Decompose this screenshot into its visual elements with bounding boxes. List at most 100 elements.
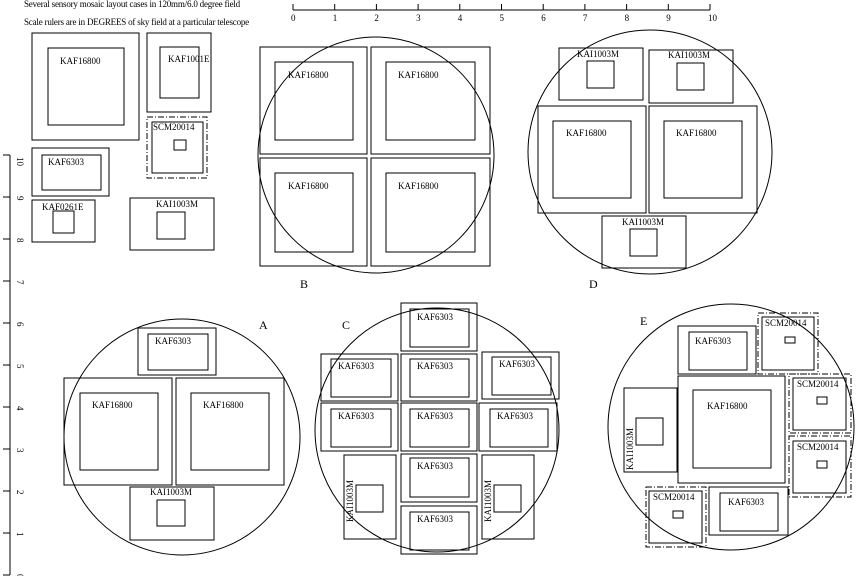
chip-package-outline (788, 373, 852, 434)
sensor-chip: KAF6303 (677, 325, 757, 375)
layout-group-e: EKAF6303SCM20014KAI1003MKAF16800SCM20014… (607, 303, 855, 551)
chip-active-area (79, 392, 159, 471)
chip-label: KAI1003M (668, 50, 710, 60)
chip-label: KAF1001E (168, 54, 210, 64)
chip-package-outline (31, 147, 110, 197)
chip-active-area (491, 356, 552, 396)
chip-active-area (792, 440, 847, 494)
chip-label: KAI1003M (625, 428, 635, 470)
chip-package-outline (648, 49, 734, 104)
chip-package-outline (400, 402, 478, 452)
chip-active-area (663, 120, 743, 199)
field-circle (257, 36, 495, 274)
chip-label: SCM20014 (797, 442, 839, 452)
chip-label: KAF16800 (203, 400, 244, 410)
chip-active-area (151, 121, 204, 174)
header-line-2: Scale rulers are in DEGREES of sky field… (24, 17, 249, 27)
chip-package-outline (146, 32, 212, 113)
chip-label: KAF6303 (338, 361, 375, 371)
chip-active-area (409, 408, 470, 448)
chip-label: KAF16800 (566, 128, 607, 138)
chip-package-outline (645, 486, 707, 548)
sensor-chip: KAI1003M (558, 47, 644, 101)
chip-active-area (47, 47, 125, 126)
sensor-chip: SCM20014 (645, 486, 707, 548)
chip-package-outline (129, 197, 215, 251)
chip-active-area (409, 308, 470, 348)
chip-active-area (409, 511, 470, 551)
sensor-chip: KAF16800 (677, 375, 786, 484)
sensor-chip: KAF6303 (478, 402, 558, 452)
chip-label: KAF16800 (707, 401, 748, 411)
layout-letter: A (259, 318, 268, 332)
chip-package-outline (481, 351, 560, 400)
chip-package-outline (400, 302, 478, 352)
sensor-chip: KAF16800 (259, 46, 368, 155)
chip-package-outline (708, 486, 789, 536)
layout-letter: C (342, 318, 350, 332)
sensor-chip: KAF16800 (648, 105, 758, 214)
chip-label: KAI1003M (483, 480, 493, 522)
chip-package-outline (400, 505, 478, 555)
sensor-chip: SCM20014 (146, 116, 208, 179)
chip-label: SCM20014 (765, 318, 807, 328)
chip-active-area (355, 484, 384, 513)
chip-label: KAI1003M (156, 199, 198, 209)
sensor-chip: KAF16800 (537, 105, 647, 214)
chip-active-area (41, 154, 102, 191)
chip-package-outline (481, 454, 535, 540)
sensor-chip: KAI1003M (648, 49, 734, 104)
chip-package-outline (478, 402, 558, 452)
header-line-1: Several sensory mosaic layout cases in 1… (24, 0, 241, 9)
ruler-tick-label: 0 (291, 13, 296, 23)
chip-active-area (719, 492, 779, 532)
chip-label: KAF16800 (60, 56, 101, 66)
sensor-chip: KAI1003M (623, 387, 678, 473)
chip-label: KAF6303 (695, 336, 732, 346)
chip-pixel-marker (173, 139, 187, 151)
ruler-tick-label: 1 (333, 13, 338, 23)
sensor-chip: KAF16800 (63, 377, 173, 486)
sensor-chip: KAF6303 (400, 402, 478, 452)
sensor-chip: KAI1003M (601, 215, 687, 269)
chip-package-outline (320, 353, 399, 402)
chip-package-outline (146, 116, 208, 179)
chip-package-outline (63, 377, 173, 486)
sensor-chip: KAF6303 (400, 302, 478, 352)
sensor-chip: KAF6303 (31, 147, 110, 197)
ruler-tick-label: 3 (15, 448, 25, 453)
sensor-chip: KAI1003M (343, 454, 397, 540)
chip-package-outline (677, 325, 757, 375)
chip-package-outline (648, 105, 758, 214)
sensor-chip: KAF6303 (400, 453, 478, 503)
chip-label: KAF6303 (417, 312, 454, 322)
chip-label: KAF6303 (48, 157, 85, 167)
sensor-chip: KAI1003M (481, 454, 535, 540)
chip-active-area (688, 331, 748, 371)
chip-package-outline (129, 486, 215, 541)
chip-label: KAF16800 (288, 70, 329, 80)
ruler-tick-label: 5 (500, 13, 505, 23)
field-circle (527, 29, 773, 275)
sensor-chip: KAF16800 (370, 46, 491, 155)
chip-active-area (385, 172, 476, 253)
chip-label: SCM20014 (153, 122, 195, 132)
chip-package-outline (623, 387, 678, 473)
chip-label: KAI1003M (622, 217, 664, 227)
chip-label: KAF16800 (398, 70, 439, 80)
ruler-tick-label: 4 (458, 13, 463, 23)
chip-active-area (52, 210, 75, 234)
field-circle (607, 303, 855, 551)
chip-label: KAF6303 (728, 497, 765, 507)
chip-label: KAF6303 (499, 359, 536, 369)
ruler-tick-label: 5 (15, 364, 25, 369)
chip-active-area (156, 211, 186, 240)
sensor-chip: SCM20014 (757, 312, 819, 375)
ruler-tick-label: 7 (15, 280, 25, 285)
